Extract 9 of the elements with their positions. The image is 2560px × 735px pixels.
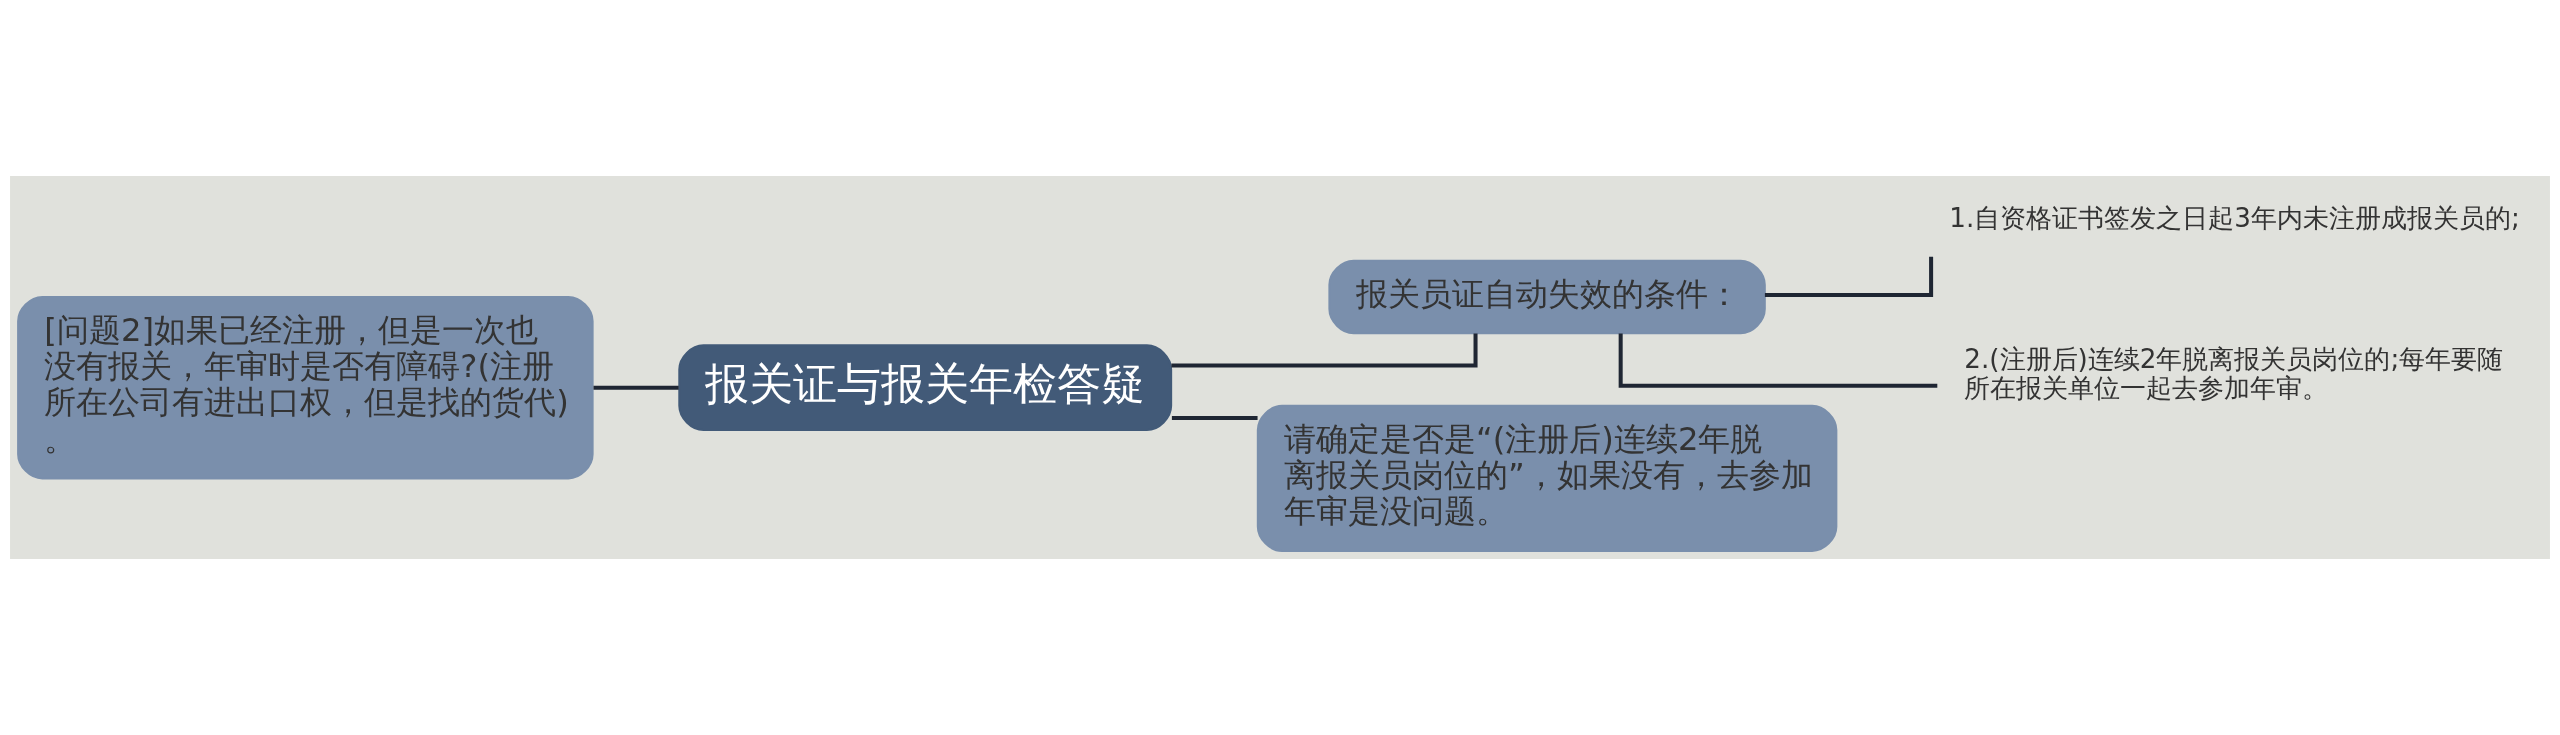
node-box: 请确定是否是“(注册后)连续2年脱离报关员岗位的”，如果没有，去参加年审是没问题。 — [1256, 404, 1838, 552]
node-box: 报关证与报关年检答疑 — [678, 344, 1173, 431]
connector — [593, 385, 679, 390]
connector — [1618, 333, 1938, 388]
node-text: 2.(注册后)连续2年脱离报关员岗位的;每年要随所在报关单位一起去参加年审。 — [1964, 344, 2504, 403]
node-box: [问题2]如果已经注册，但是一次也没有报关，年审时是否有障碍?(注册所在公司有进出口权，但是找的货代)。 — [17, 295, 594, 480]
node-text: 1.自资格证书签发之日起3年内未注册成报关员的; — [1949, 203, 2520, 234]
node-box: 报关员证自动失效的条件： — [1328, 259, 1766, 335]
connector — [1171, 415, 1258, 420]
